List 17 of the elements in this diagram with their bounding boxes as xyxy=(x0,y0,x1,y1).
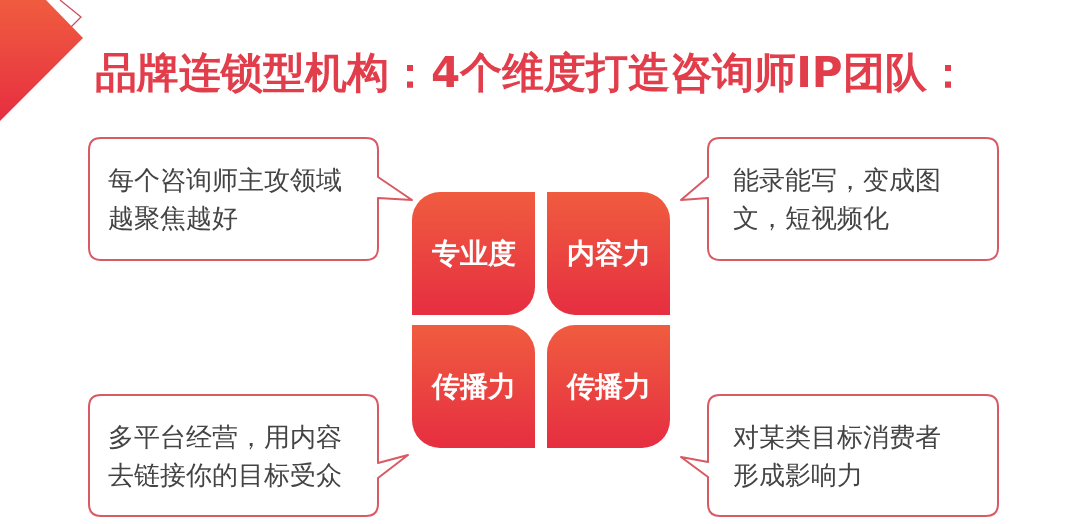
speech-bubble xyxy=(679,137,1000,262)
title: 品牌连锁型机构：4个维度打造咨询师IP团队： xyxy=(95,47,969,99)
speech-bubble xyxy=(88,137,414,262)
speech-bubble xyxy=(679,394,1000,517)
rounded-tile xyxy=(412,325,535,448)
rounded-tile xyxy=(547,192,670,315)
callout-text: 对某类目标消费者形成影响力 xyxy=(733,420,942,492)
tile-label: 传播力 xyxy=(566,369,651,404)
tile-label: 内容力 xyxy=(566,236,651,271)
callout-text: 能录能写，变成图文，短视频化 xyxy=(733,164,942,235)
rounded-tile xyxy=(547,325,670,448)
tile-label: 传播力 xyxy=(431,369,516,404)
rounded-tile xyxy=(412,192,535,315)
callout-text: 每个咨询师主攻领域越聚焦越好 xyxy=(108,164,343,235)
speech-bubble xyxy=(88,394,410,517)
tile-label: 专业度 xyxy=(431,236,516,271)
callout-text: 多平台经营，用内容去链接你的目标受众 xyxy=(108,420,343,492)
